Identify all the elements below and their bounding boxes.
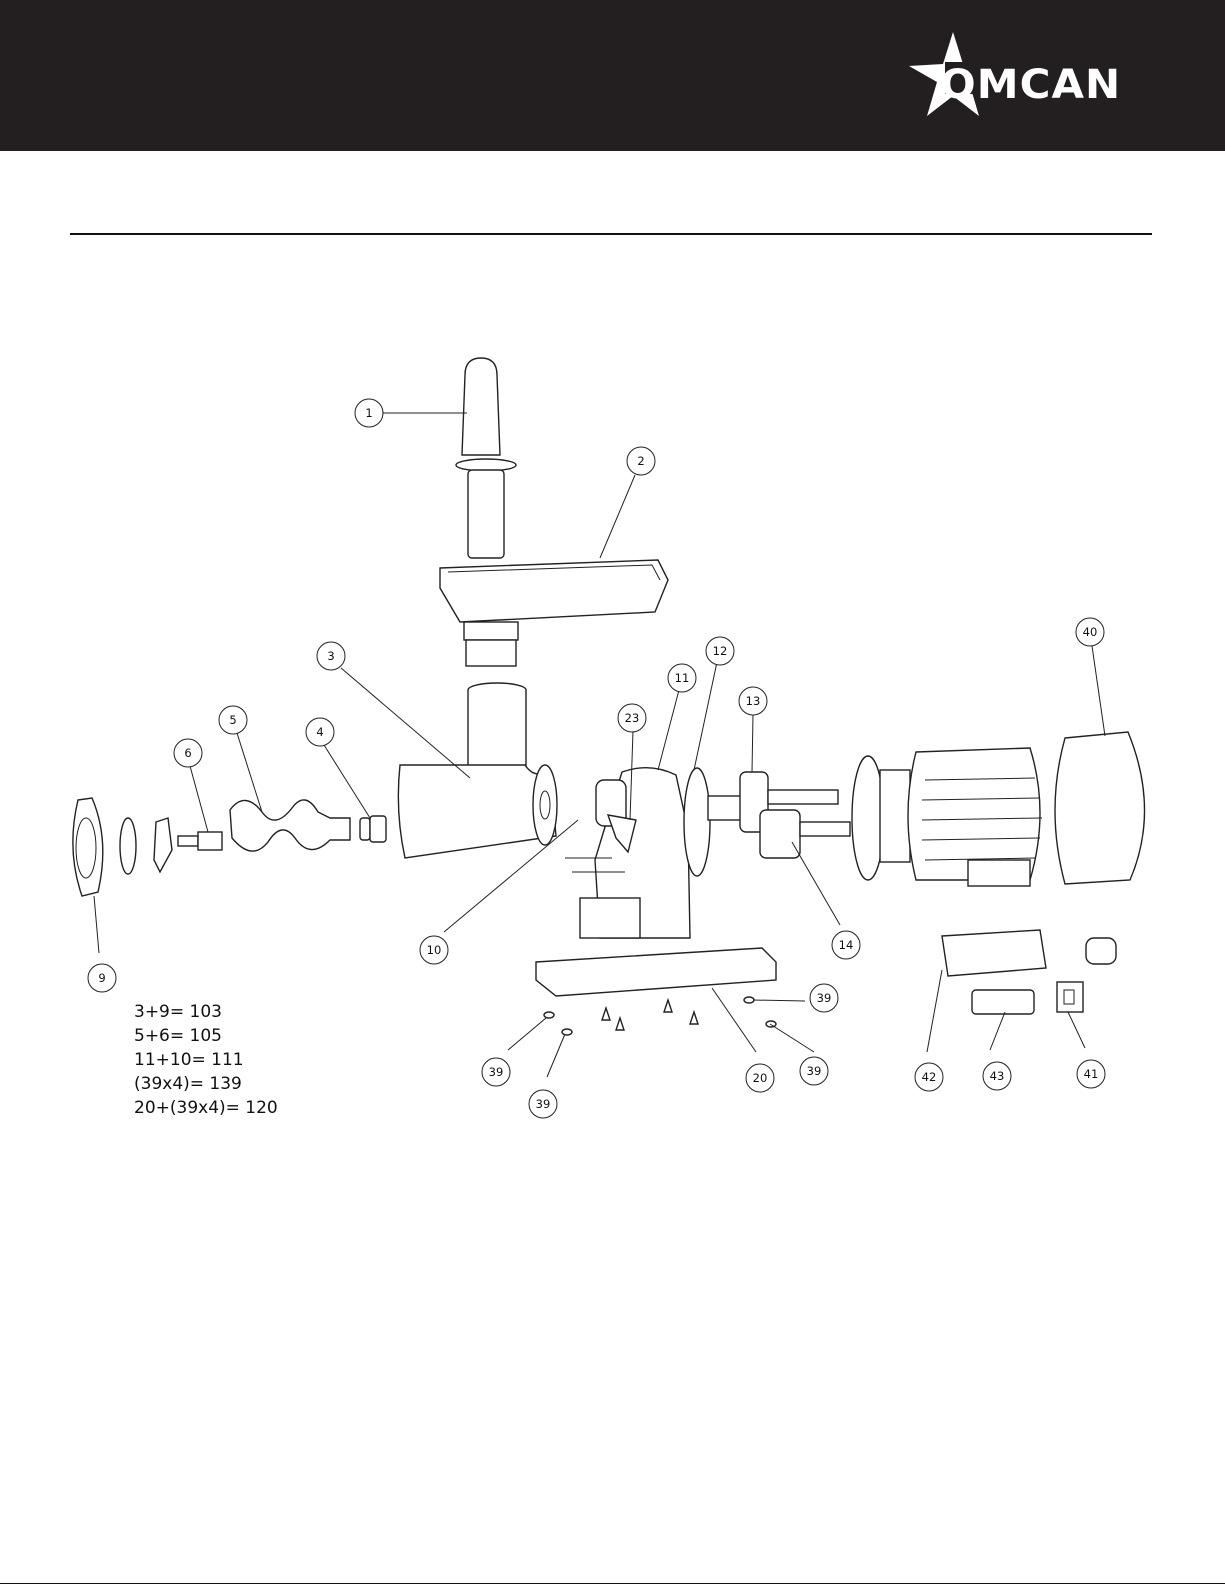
svg-text:9: 9	[98, 971, 105, 985]
part-shaft	[178, 832, 222, 850]
svg-text:41: 41	[1084, 1067, 1099, 1081]
part-motor	[852, 748, 1042, 886]
assembly-legend: 3+9= 103 5+6= 105 11+10= 111 (39x4)= 139…	[134, 1000, 278, 1120]
part-tray	[440, 560, 668, 666]
svg-text:13: 13	[746, 694, 761, 708]
callout-5: 5	[219, 706, 247, 734]
part-pusher	[456, 358, 516, 558]
svg-text:5: 5	[229, 713, 236, 727]
callout-11: 11	[668, 664, 696, 692]
svg-text:39: 39	[817, 991, 832, 1005]
callout-39-bottom: 39	[529, 1090, 557, 1118]
svg-text:6: 6	[184, 746, 191, 760]
callout-9: 9	[88, 964, 116, 992]
svg-text:42: 42	[922, 1070, 937, 1084]
part-gear-housing	[565, 768, 690, 938]
callout-14: 14	[832, 931, 860, 959]
svg-text:43: 43	[990, 1069, 1005, 1083]
callout-3: 3	[317, 642, 345, 670]
callout-20: 20	[746, 1064, 774, 1092]
part-feet	[544, 997, 776, 1035]
part-base	[536, 948, 776, 996]
footer-rule	[0, 1583, 1225, 1584]
callout-42: 42	[915, 1063, 943, 1091]
part-gasket	[684, 768, 710, 876]
callout-39-right-lower: 39	[800, 1057, 828, 1085]
svg-text:14: 14	[839, 938, 854, 952]
svg-text:12: 12	[713, 644, 728, 658]
part-ring-nut	[73, 798, 103, 896]
callout-10: 10	[420, 936, 448, 964]
callout-12: 12	[706, 637, 734, 665]
legend-line: 20+(39x4)= 120	[134, 1096, 278, 1120]
legend-line: (39x4)= 139	[134, 1072, 278, 1096]
legend-line: 11+10= 111	[134, 1048, 278, 1072]
svg-text:39: 39	[536, 1097, 551, 1111]
part-knife-plate	[120, 818, 172, 874]
callout-13: 13	[739, 687, 767, 715]
svg-text:39: 39	[807, 1064, 822, 1078]
part-gears	[708, 772, 850, 858]
part-fan-cover	[1055, 732, 1145, 884]
part-screw	[230, 800, 350, 851]
svg-text:23: 23	[625, 711, 640, 725]
svg-text:39: 39	[489, 1065, 504, 1079]
brand-name: OMCAN	[940, 62, 1121, 108]
callout-1: 1	[355, 399, 383, 427]
part-body	[398, 683, 557, 858]
svg-text:11: 11	[675, 671, 690, 685]
legend-line: 3+9= 103	[134, 1000, 278, 1024]
svg-text:10: 10	[427, 943, 442, 957]
svg-text:3: 3	[327, 649, 334, 663]
callout-40: 40	[1076, 618, 1104, 646]
callout-2: 2	[627, 447, 655, 475]
callout-43: 43	[983, 1062, 1011, 1090]
part-electrical	[942, 930, 1116, 1014]
callout-39-left: 39	[482, 1058, 510, 1086]
callout-41: 41	[1077, 1060, 1105, 1088]
header-rule	[70, 233, 1152, 235]
svg-text:20: 20	[753, 1071, 768, 1085]
callout-4: 4	[306, 718, 334, 746]
svg-text:2: 2	[637, 454, 644, 468]
legend-line: 5+6= 105	[134, 1024, 278, 1048]
callout-6: 6	[174, 739, 202, 767]
callout-39-right-upper: 39	[810, 984, 838, 1012]
svg-text:1: 1	[365, 406, 372, 420]
svg-text:40: 40	[1083, 625, 1098, 639]
callout-23: 23	[618, 704, 646, 732]
svg-text:4: 4	[316, 725, 323, 739]
part-ring	[360, 816, 386, 842]
